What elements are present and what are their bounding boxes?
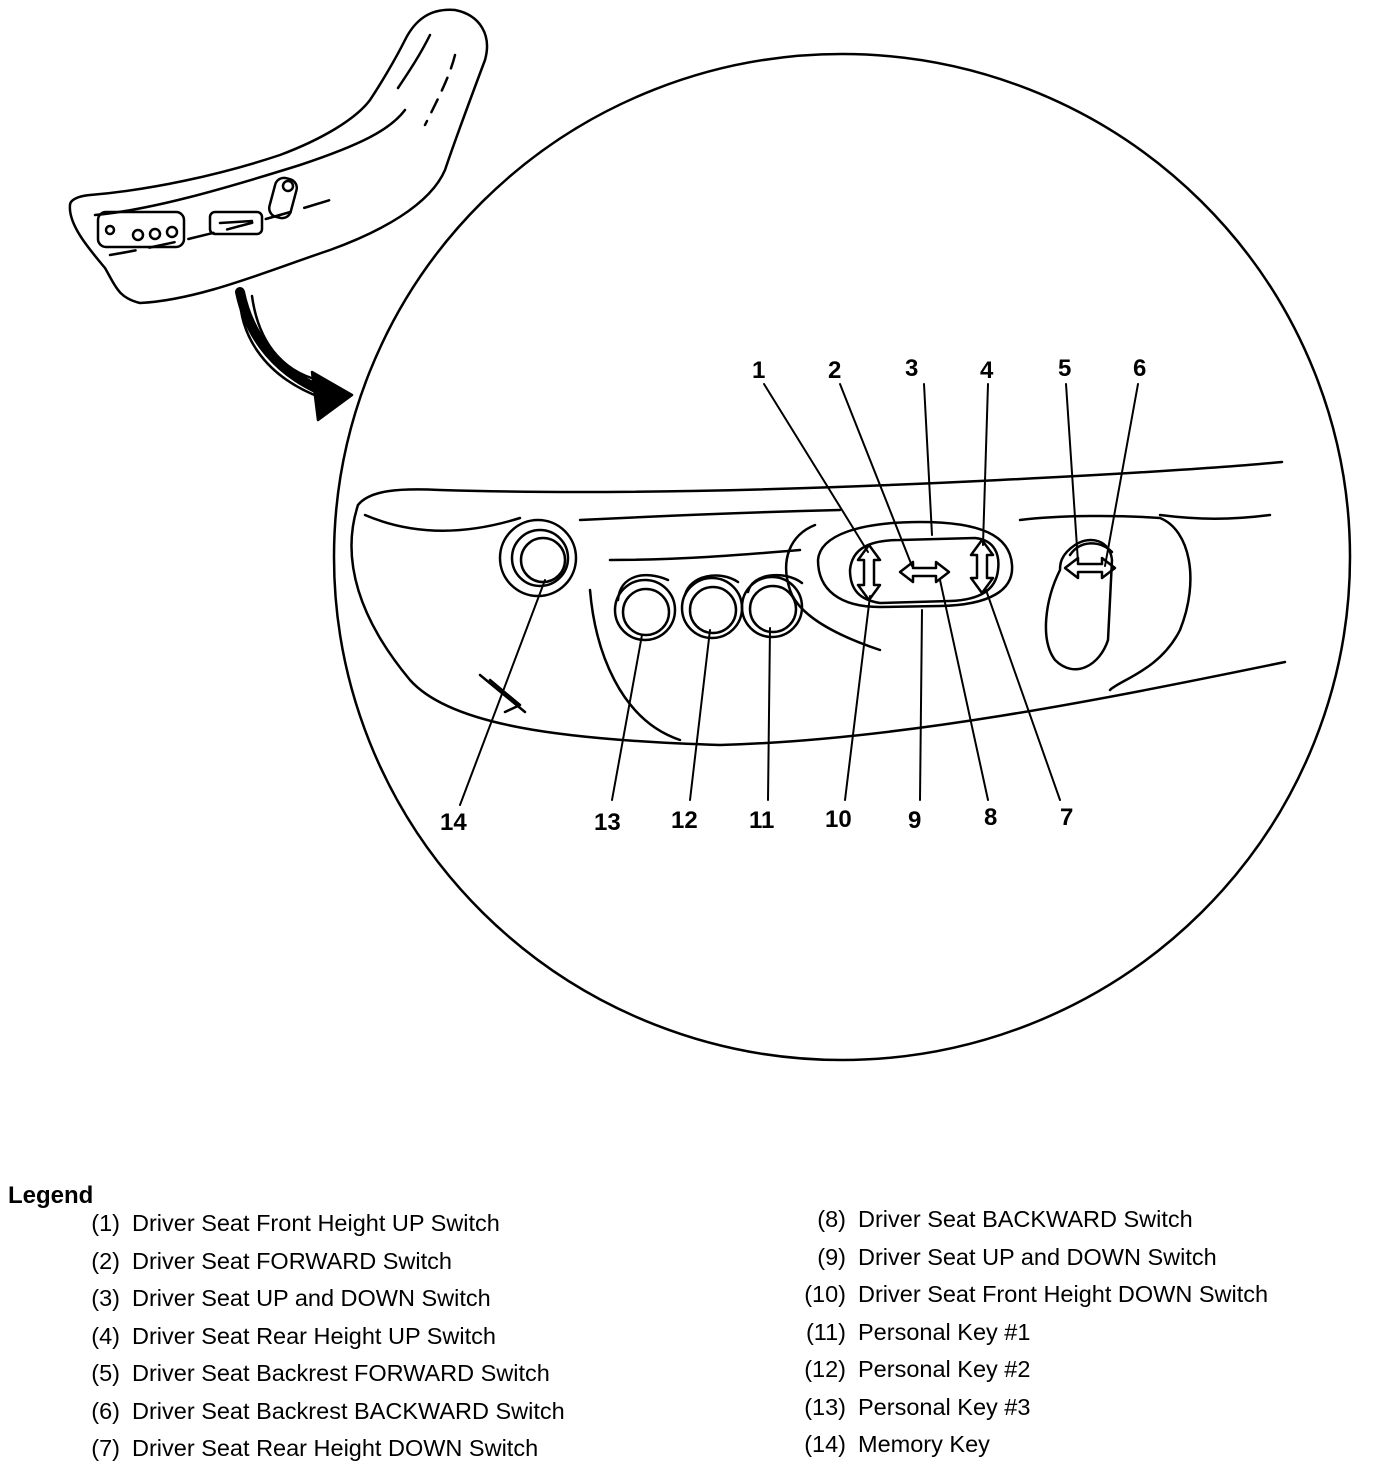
- legend-item-number: (9): [817, 1243, 846, 1270]
- legend-item-text: Personal Key #1: [858, 1318, 1031, 1345]
- legend-item-number: (1): [91, 1210, 120, 1236]
- legend-item-text: Driver Seat UP and DOWN Switch: [858, 1243, 1217, 1270]
- legend-item-text: Driver Seat BACKWARD Switch: [858, 1206, 1193, 1232]
- legend-item-number: (4): [91, 1322, 120, 1349]
- legend-item-text: Driver Seat Front Height DOWN Switch: [858, 1281, 1269, 1307]
- legend-item: (1) Driver Seat Front Height UP Switch: [62, 1210, 565, 1248]
- legend-item-number: (7): [91, 1435, 120, 1461]
- memory-key-button: [498, 518, 578, 598]
- legend-title: Legend: [8, 1182, 94, 1209]
- callout-9: 9: [908, 807, 921, 834]
- legend-item-text: Driver Seat Front Height UP Switch: [132, 1210, 500, 1236]
- zoom-arrow: [235, 287, 354, 422]
- personal-key-buttons: [613, 573, 804, 642]
- legend-item: (8) Driver Seat BACKWARD Switch: [788, 1206, 1268, 1244]
- legend-item-number: (14): [804, 1431, 846, 1457]
- legend-item-text: Driver Seat UP and DOWN Switch: [132, 1285, 491, 1311]
- legend-item-number: (10): [804, 1281, 846, 1307]
- callout-4: 4: [980, 357, 994, 384]
- legend-item-text: Personal Key #2: [858, 1356, 1031, 1382]
- legend-item-number: (3): [91, 1285, 120, 1311]
- legend-column-left: (1) Driver Seat Front Height UP Switch (2…: [62, 1210, 565, 1473]
- legend-item: (13) Personal Key #3: [788, 1394, 1268, 1432]
- legend-item-number: (11): [805, 1318, 846, 1345]
- legend-item-text: Memory Key: [858, 1431, 990, 1457]
- front-height-rocker-arrow: [856, 543, 882, 602]
- enlarged-switch-panel: [350, 460, 1287, 747]
- legend-item-text: Driver Seat Backrest BACKWARD Switch: [132, 1397, 565, 1424]
- leader-lines: [459, 383, 1139, 806]
- legend-item: (4) Driver Seat Rear Height UP Switch: [62, 1323, 565, 1361]
- legend-item-number: (5): [91, 1360, 120, 1386]
- callout-2: 2: [828, 357, 841, 384]
- legend-item: (10) Driver Seat Front Height DOWN Switch: [788, 1281, 1268, 1319]
- callout-11: 11: [749, 807, 774, 834]
- legend-item: (2) Driver Seat FORWARD Switch: [62, 1248, 565, 1286]
- legend-item: (9) Driver Seat UP and DOWN Switch: [788, 1244, 1268, 1282]
- legend-item: (7) Driver Seat Rear Height DOWN Switch: [62, 1435, 565, 1473]
- callout-10: 10: [825, 806, 852, 833]
- legend-item-number: (2): [91, 1247, 120, 1274]
- callout-14: 14: [440, 809, 467, 836]
- callout-3: 3: [905, 355, 918, 382]
- zoom-circle: [332, 52, 1352, 1062]
- legend-item-text: Driver Seat Rear Height DOWN Switch: [132, 1435, 539, 1461]
- legend-item-text: Driver Seat Backrest FORWARD Switch: [132, 1360, 550, 1386]
- legend-item: (14) Memory Key: [788, 1431, 1268, 1469]
- legend-item: (5) Driver Seat Backrest FORWARD Switch: [62, 1360, 565, 1398]
- legend-item-number: (12): [804, 1356, 846, 1382]
- overview-seat-panel: [68, 8, 489, 305]
- callout-12: 12: [671, 807, 698, 834]
- rear-height-rocker-arrow: [969, 538, 995, 595]
- legend: Legend (1) Driver Seat Front Height UP Sw…: [0, 1180, 1376, 1470]
- legend-item: (11) Personal Key #1: [788, 1319, 1268, 1357]
- legend-item-text: Driver Seat Rear Height UP Switch: [132, 1322, 496, 1349]
- legend-item-number: (6): [91, 1397, 120, 1424]
- forward-backward-rocker-arrow: [898, 560, 951, 584]
- legend-item: (6) Driver Seat Backrest BACKWARD Switch: [62, 1397, 565, 1436]
- legend-item-number: (13): [804, 1393, 846, 1420]
- seat-switch-diagram: 1 2 3 4 5 6 14 13 12 11 10 9 8 7: [68, 8, 1352, 1062]
- callout-8: 8: [984, 804, 997, 831]
- callout-5: 5: [1058, 355, 1071, 382]
- callout-1: 1: [752, 357, 765, 384]
- legend-item-text: Personal Key #3: [858, 1393, 1031, 1420]
- legend-item-number: (8): [817, 1206, 846, 1232]
- legend-column-right: (8) Driver Seat BACKWARD Switch (9) Driver…: [788, 1206, 1268, 1469]
- legend-item: (12) Personal Key #2: [788, 1356, 1268, 1394]
- legend-item: (3) Driver Seat UP and DOWN Switch: [62, 1285, 565, 1323]
- legend-item-text: Driver Seat FORWARD Switch: [132, 1247, 452, 1274]
- callout-13: 13: [594, 809, 621, 836]
- callout-6: 6: [1133, 355, 1146, 382]
- callout-7: 7: [1060, 804, 1073, 831]
